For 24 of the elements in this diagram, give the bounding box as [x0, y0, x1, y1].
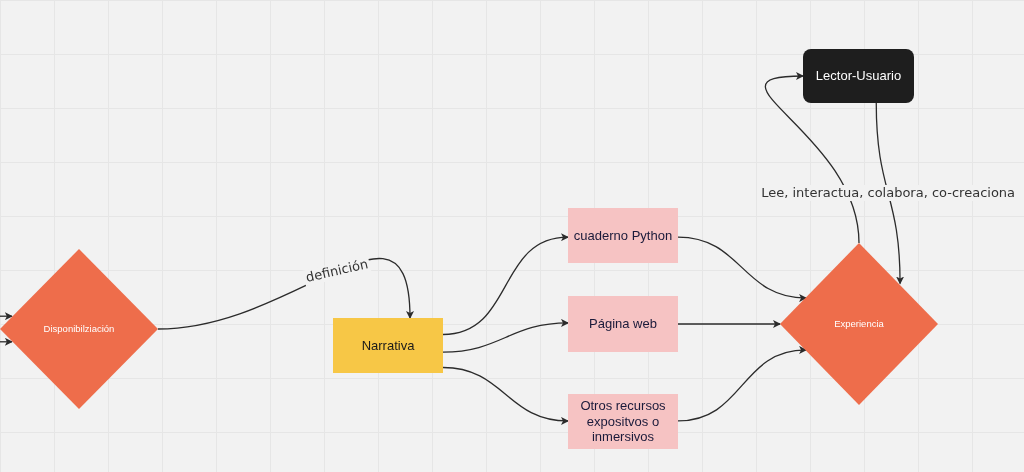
rounded-box: [803, 49, 914, 103]
process-box: [568, 296, 678, 352]
node-label: Otros recursos expositvos o inmersivos: [579, 398, 667, 445]
arrow: [677, 346, 808, 422]
arrow: [442, 234, 569, 336]
process-box: [568, 208, 678, 263]
arrow: [442, 366, 569, 425]
node-label: Página web: [589, 316, 657, 332]
node-label: Disponibilziación: [43, 321, 115, 336]
node-label: Narrativa: [361, 337, 415, 354]
arrow: [677, 320, 781, 328]
arrow: [0, 312, 13, 321]
arrow: [764, 72, 860, 244]
decision-diamond: [0, 249, 158, 409]
node-label: Lector-Usuario: [815, 68, 902, 84]
process-box: [333, 318, 443, 373]
node-label: cuaderno Python: [573, 227, 673, 244]
arrow: [677, 236, 808, 302]
process-box: [568, 394, 678, 449]
arrow: [0, 337, 13, 346]
arrow: [875, 102, 904, 285]
arrow: [442, 319, 569, 353]
decision-diamond: [780, 243, 938, 405]
node-label: Experiencia: [834, 316, 884, 331]
